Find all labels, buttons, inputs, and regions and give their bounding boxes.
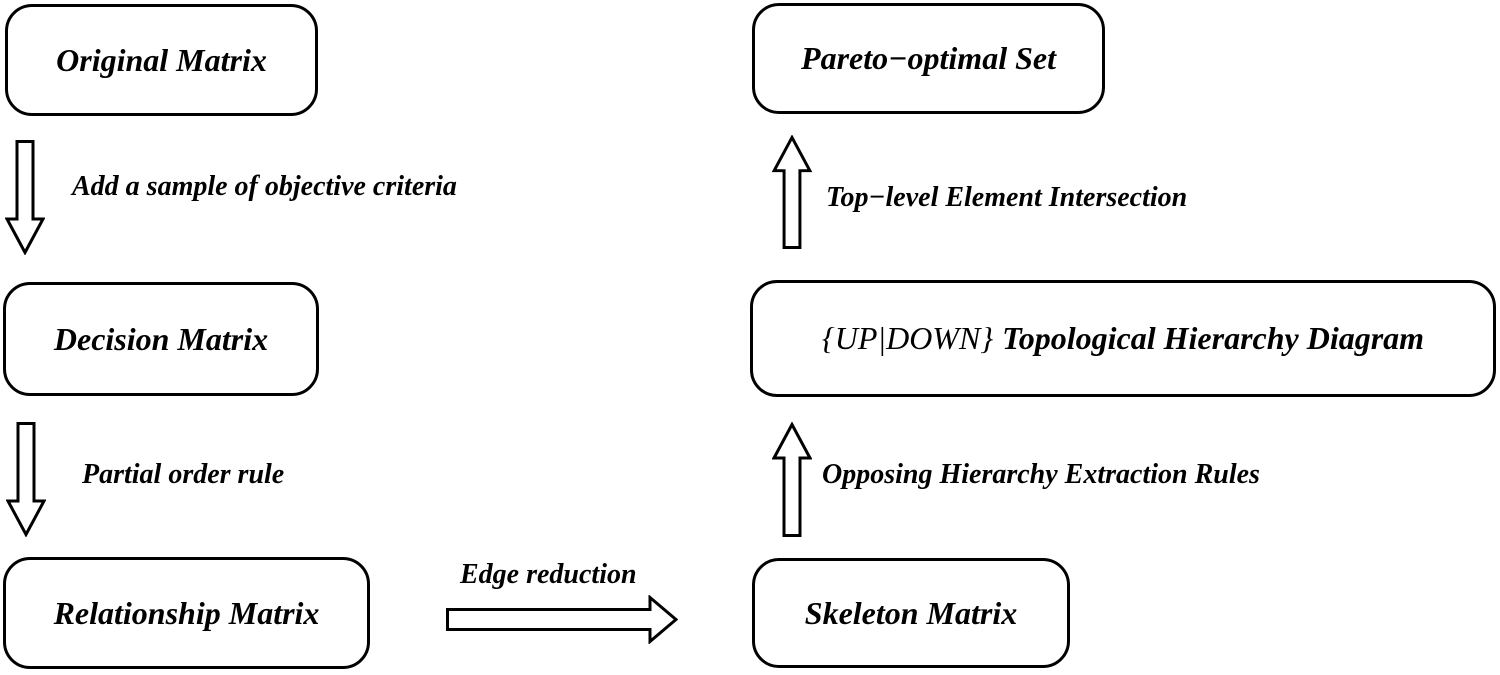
arrow-down-icon — [6, 422, 46, 537]
edge-label-opposing-hierarchy-extraction-rules: Opposing Hierarchy Extraction Rules — [822, 459, 1260, 490]
arrow-down-icon — [5, 140, 45, 255]
edge-label-partial-order: Partial order rule — [82, 459, 285, 490]
node-relationship-matrix: Relationship Matrix — [3, 557, 370, 669]
node-relationship-matrix-label: Relationship Matrix — [53, 594, 320, 631]
node-pareto-optimal-set: Pareto−optimal Set — [752, 3, 1105, 114]
edge-label-add-sample: Add a sample of objective criteria — [72, 171, 457, 202]
arrow-right-icon — [446, 595, 678, 644]
node-skeleton-matrix-label: Skeleton Matrix — [804, 594, 1018, 631]
node-skeleton-matrix: Skeleton Matrix — [752, 558, 1070, 668]
edge-label-top-level-element-intersection: Top−level Element Intersection — [826, 182, 1188, 213]
node-decision-matrix: Decision Matrix — [3, 282, 319, 396]
node-topological-prefix: {UP|DOWN} — [821, 320, 994, 356]
node-original-matrix-label: Original Matrix — [56, 41, 267, 78]
node-decision-matrix-label: Decision Matrix — [53, 320, 269, 357]
arrow-up-icon — [772, 422, 812, 537]
edge-label-edge-reduction: Edge reduction — [460, 559, 637, 590]
node-original-matrix: Original Matrix — [5, 4, 318, 116]
node-topological-label: Topological Hierarchy Diagram — [1002, 320, 1425, 356]
node-pareto-optimal-set-label: Pareto−optimal Set — [801, 40, 1056, 76]
node-topological-hierarchy-diagram: {UP|DOWN} Topological Hierarchy Diagram — [750, 280, 1496, 397]
arrow-up-icon — [772, 135, 812, 249]
